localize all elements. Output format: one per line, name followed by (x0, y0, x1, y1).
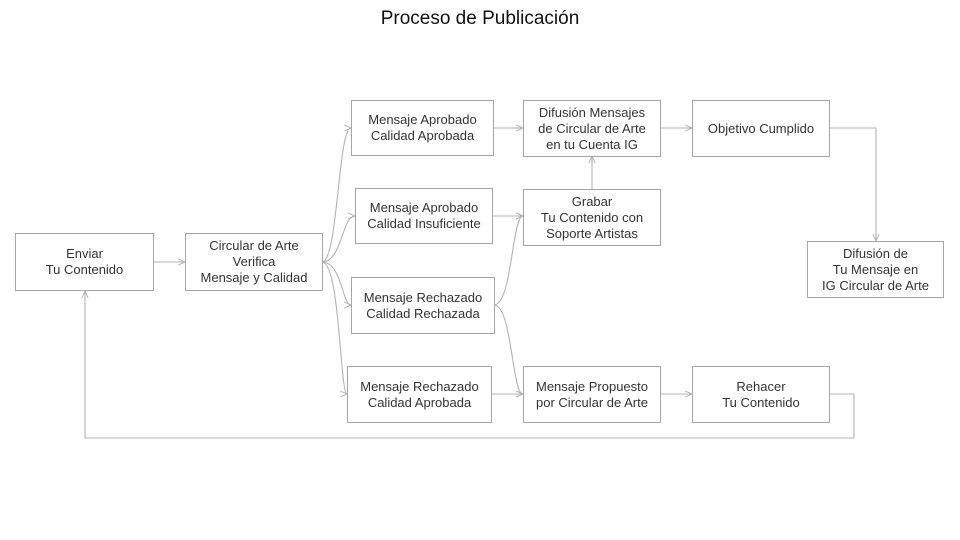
node-difusion-cuenta: Difusión Mensajes de Circular de Arte en… (523, 100, 661, 157)
connector-verifica-to-rechazado-rechazada (321, 261, 351, 305)
node-rechazado-rechazada-label: Mensaje Rechazado Calidad Rechazada (363, 289, 483, 321)
node-grabar-label: Grabar Tu Contenido con Soporte Artistas (540, 193, 644, 241)
connector-rechazada-to-grabar (493, 216, 523, 306)
node-propuesto: Mensaje Propuesto por Circular de Arte (523, 366, 661, 423)
node-objetivo: Objetivo Cumplido (692, 100, 830, 157)
connector-verifica-to-aprobado-insuficiente (321, 216, 355, 263)
node-verifica: Circular de Arte Verifica Mensaje y Cali… (185, 233, 323, 291)
node-difusion-circular-label: Difusión de Tu Mensaje en IG Circular de… (822, 245, 929, 293)
connector-rechazada-to-propuesto (493, 304, 523, 394)
connector-objetivo-to-difusion-circular (829, 127, 876, 241)
node-rehacer: Rehacer Tu Contenido (692, 366, 830, 423)
node-aprobado-insuficiente-label: Mensaje Aprobado Calidad Insuficiente (367, 200, 481, 231)
node-aprobado-insuficiente: Mensaje Aprobado Calidad Insuficiente (355, 188, 493, 244)
connector-verifica-to-aprobado-aprobada (321, 128, 351, 263)
connector-rehacer-to-enviar (85, 291, 855, 439)
node-rechazado-aprobada-label: Mensaje Rechazado Calidad Aprobada (360, 378, 479, 410)
node-rechazado-rechazada: Mensaje Rechazado Calidad Rechazada (351, 277, 495, 334)
node-enviar-label: Enviar Tu Contenido (45, 246, 124, 277)
node-aprobado-aprobada: Mensaje Aprobado Calidad Aprobada (351, 100, 494, 156)
diagram-title: Proceso de Publicación (380, 8, 580, 29)
connector-verifica-to-rechazado-aprobada (321, 261, 347, 394)
node-rechazado-aprobada: Mensaje Rechazado Calidad Aprobada (347, 366, 492, 423)
node-objetivo-label: Objetivo Cumplido (707, 120, 815, 136)
node-grabar: Grabar Tu Contenido con Soporte Artistas (523, 189, 661, 246)
node-enviar: Enviar Tu Contenido (15, 233, 154, 291)
node-propuesto-label: Mensaje Propuesto por Circular de Arte (535, 378, 648, 410)
node-verifica-label: Circular de Arte Verifica Mensaje y Cali… (200, 238, 308, 285)
node-rehacer-label: Rehacer Tu Contenido (722, 378, 800, 410)
node-aprobado-aprobada-label: Mensaje Aprobado Calidad Aprobada (368, 112, 477, 143)
node-difusion-cuenta-label: Difusión Mensajes de Circular de Arte en… (538, 104, 646, 152)
node-difusion-circular: Difusión de Tu Mensaje en IG Circular de… (807, 241, 944, 298)
